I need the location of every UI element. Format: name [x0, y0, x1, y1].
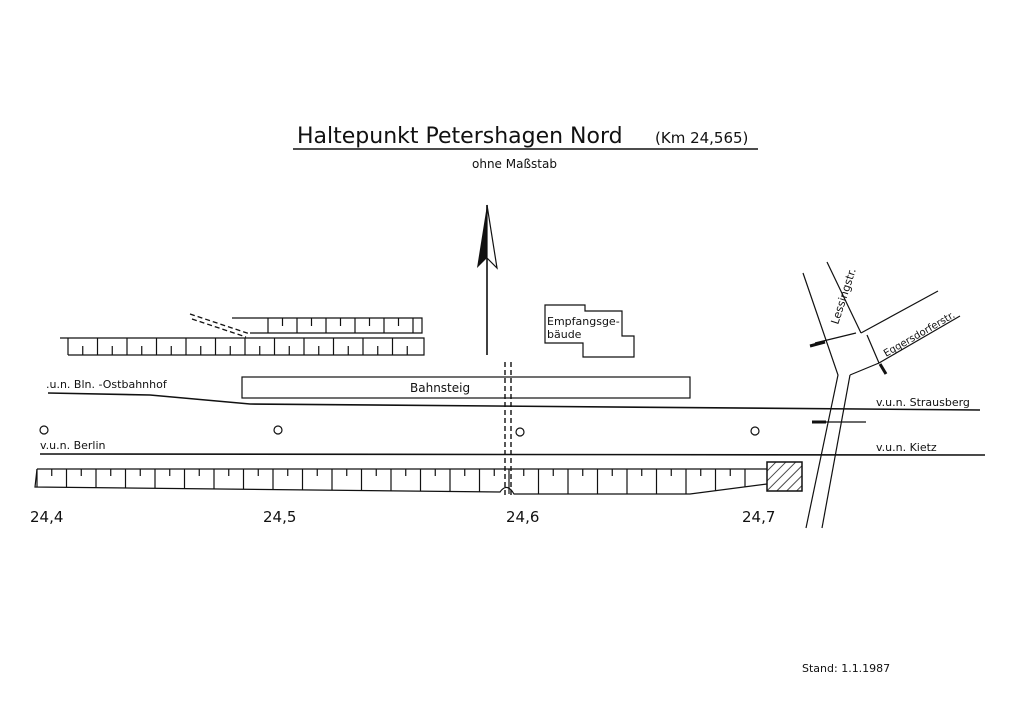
- fence-upper-long: [60, 337, 425, 356]
- km-post: [515, 427, 525, 437]
- direction-berlin: v.u.n. Berlin: [40, 439, 106, 452]
- stand-date: Stand: 1.1.1987: [802, 662, 890, 675]
- station-building: [544, 304, 635, 358]
- km-label-246: 24,6: [506, 508, 539, 526]
- km-position: (Km 24,565): [655, 129, 748, 147]
- direction-ostbahnhof: .u.n. Bln. -Ostbahnhof: [46, 378, 168, 391]
- km-post: [39, 425, 49, 435]
- building-label-1: Empfangsge-: [547, 315, 620, 328]
- km-label-245: 24,5: [263, 508, 296, 526]
- scale-note: ohne Maßstab: [472, 157, 557, 171]
- north-arrow-icon: [477, 204, 498, 355]
- track-north: [47, 392, 981, 411]
- plan-title: Haltepunkt Petershagen Nord: [297, 124, 623, 149]
- fence-upper-short: [232, 317, 423, 334]
- building-label-2: bäude: [547, 328, 582, 341]
- platform: [241, 376, 691, 399]
- hatched-structure: [766, 461, 803, 492]
- street-label-eggersdorfer: Eggersdorferstr.: [882, 310, 957, 360]
- eggersdorfer-strasse: [849, 290, 961, 376]
- platform-label: Bahnsteig: [410, 381, 470, 395]
- direction-strausberg: v.u.n. Strausberg: [876, 396, 970, 409]
- pedestrian-crossing: [504, 362, 512, 495]
- km-post: [273, 425, 283, 435]
- fence-lower: [34, 468, 768, 495]
- km-label-244: 24,4: [30, 508, 63, 526]
- km-label-247: 24,7: [742, 508, 775, 526]
- fence-switch-dashes: [189, 313, 251, 338]
- lessingstrasse: [802, 261, 862, 529]
- direction-kietz: v.u.n. Kietz: [876, 441, 937, 454]
- km-post: [750, 426, 760, 436]
- track-south: [39, 453, 986, 456]
- km-posts: [39, 425, 760, 437]
